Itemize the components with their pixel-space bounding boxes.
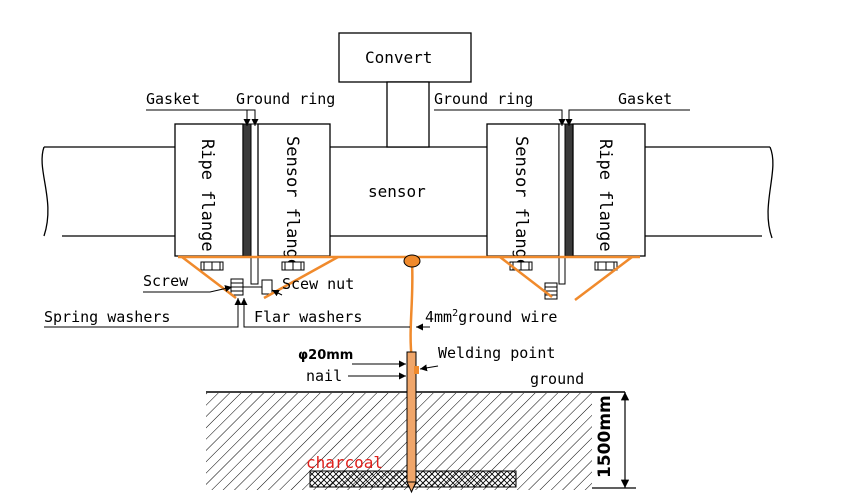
bolt-4 <box>594 261 618 271</box>
bolt-2 <box>281 261 305 271</box>
welding-point-leader <box>419 364 439 372</box>
bolt-heads <box>200 261 618 271</box>
bolt-1 <box>200 261 224 271</box>
phi20mm-label: φ20mm <box>298 348 353 363</box>
ripe-flange-right <box>572 123 646 257</box>
ground-ring-left <box>250 123 259 285</box>
sensor-flange-left <box>257 123 331 257</box>
sensor-flange-left-label: Sensor flange <box>282 136 302 269</box>
convert-label: Convert <box>365 48 432 67</box>
converter-neck <box>386 81 430 148</box>
flar-washers-label: Flar washers <box>254 308 362 326</box>
spring-washers-label: Spring washers <box>44 308 170 326</box>
wire-junction <box>403 254 421 268</box>
ground-wire-label: 4mm2ground wire <box>425 308 557 326</box>
welding-point-label: Welding point <box>438 344 555 362</box>
pipe <box>41 146 774 239</box>
top-leaders <box>146 109 690 126</box>
scew-nut-label: Scew nut <box>282 275 354 293</box>
gasket-left-label: Gasket <box>146 90 200 108</box>
charcoal-label: charcoal <box>306 453 383 472</box>
ground-ring-right-label: Ground ring <box>434 90 533 108</box>
ground-wire-label-pre: 4mm <box>425 308 452 326</box>
grounding-rod <box>406 351 419 494</box>
gasket-right <box>564 123 574 257</box>
sensor-flange-right-label: Sensor flange <box>511 136 531 269</box>
sensor-label: sensor <box>368 182 426 201</box>
ripe-flange-right-label: Ripe flange <box>595 139 615 252</box>
ground-ring-left-label: Ground ring <box>236 90 335 108</box>
ground-ring-right <box>558 123 566 285</box>
gasket-right-label: Gasket <box>618 90 672 108</box>
ground-wire <box>178 255 640 361</box>
depth-label: 1500mm <box>595 395 615 478</box>
ripe-flange-left-label: Ripe flange <box>197 139 217 252</box>
bottom-leaders <box>44 285 410 328</box>
ground-wire-label-sup: 2 <box>452 308 458 319</box>
converter-box <box>338 32 472 83</box>
screw-label: Screw <box>143 272 189 290</box>
depth-dimension <box>592 392 636 489</box>
ground-label: ground <box>530 370 584 388</box>
nail-leaders <box>348 360 406 380</box>
ground-wire-label-post: ground wire <box>458 308 557 326</box>
ripe-flange-left <box>174 123 244 257</box>
nail-label: nail <box>306 367 342 385</box>
gasket-left <box>242 123 252 257</box>
screw-assembly-left <box>230 278 273 296</box>
